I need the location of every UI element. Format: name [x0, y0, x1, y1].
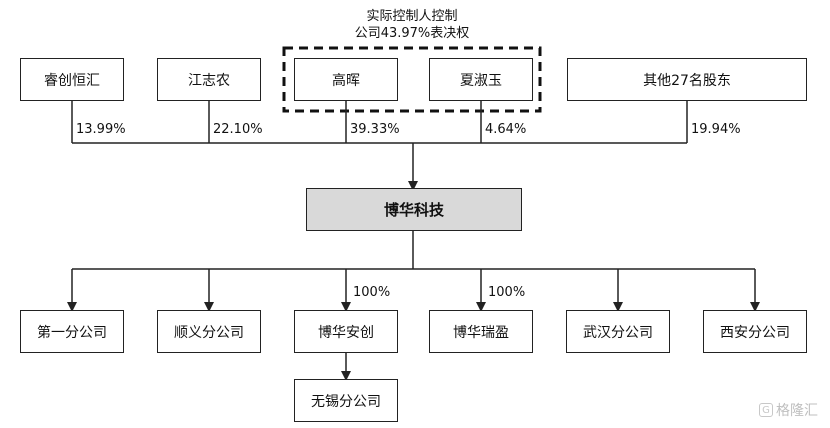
subsidiary-name: 博华安创	[318, 324, 374, 341]
subsidiary-box: 顺义分公司	[157, 310, 261, 353]
shareholding-pct: 4.64%	[485, 122, 527, 137]
subsidiary-box: 武汉分公司	[566, 310, 670, 353]
subsidiary-name: 西安分公司	[720, 324, 790, 341]
shareholder-box: 睿创恒汇	[20, 58, 124, 101]
shareholder-box: 江志农	[157, 58, 261, 101]
control-group-title-line1: 实际控制人控制	[366, 9, 458, 24]
sub-branch-box: 无锡分公司	[294, 379, 398, 422]
subsidiary-name: 顺义分公司	[174, 324, 244, 341]
subsidiary-box: 博华瑞盈	[429, 310, 533, 353]
subsidiary-box: 第一分公司	[20, 310, 124, 353]
subsidiary-name: 博华瑞盈	[453, 324, 509, 341]
subsidiary-name: 第一分公司	[37, 324, 107, 341]
shareholder-name: 其他27名股东	[643, 72, 731, 89]
shareholder-box: 高晖	[294, 58, 398, 101]
shareholder-box: 其他27名股东	[567, 58, 807, 101]
subsidiary-name: 武汉分公司	[583, 324, 653, 341]
shareholding-pct: 39.33%	[350, 122, 400, 137]
subsidiary-box: 西安分公司	[703, 310, 807, 353]
shareholder-name: 高晖	[332, 72, 360, 89]
shareholder-name: 睿创恒汇	[44, 72, 100, 89]
control-group-title: 实际控制人控制 公司43.97%表决权	[327, 8, 497, 42]
sub-branch-name: 无锡分公司	[311, 393, 381, 410]
shareholder-name: 江志农	[188, 72, 230, 89]
control-group-title-line2: 公司43.97%表决权	[354, 26, 470, 41]
watermark: G 格隆汇	[759, 400, 818, 420]
shareholding-pct: 19.94%	[691, 122, 741, 137]
gelonghui-logo-icon: G	[759, 403, 773, 417]
subsidiary-pct: 100%	[353, 285, 391, 300]
subsidiary-box: 博华安创	[294, 310, 398, 353]
watermark-text: 格隆汇	[776, 403, 818, 419]
subsidiary-pct: 100%	[488, 285, 526, 300]
company-name: 博华科技	[383, 201, 444, 219]
company-box: 博华科技	[306, 188, 522, 231]
shareholding-pct: 13.99%	[76, 122, 126, 137]
shareholder-name: 夏淑玉	[460, 72, 502, 89]
shareholding-pct: 22.10%	[213, 122, 263, 137]
control-group-dashed-border	[282, 46, 542, 113]
shareholder-box: 夏淑玉	[429, 58, 533, 101]
